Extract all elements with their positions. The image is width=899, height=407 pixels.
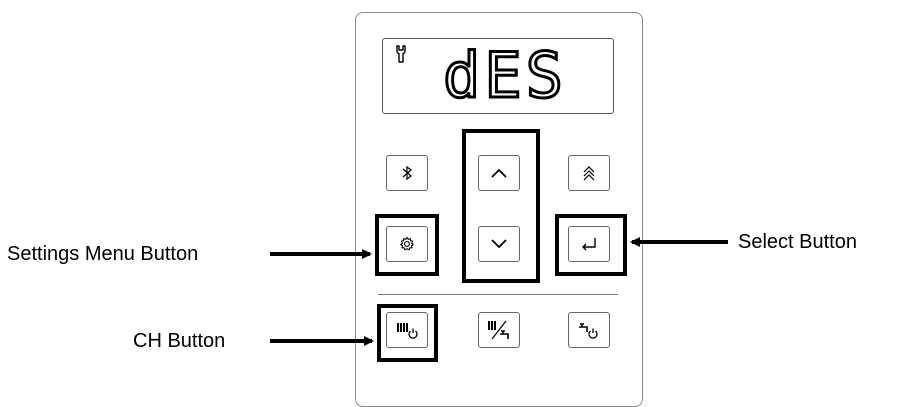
gear-icon xyxy=(400,236,414,251)
up-button[interactable] xyxy=(478,155,520,191)
enter-return-icon xyxy=(582,238,596,251)
ch-dhw-button[interactable] xyxy=(478,312,520,348)
radiator-tap-icon xyxy=(488,320,509,340)
double-chevron-up-icon xyxy=(583,166,595,181)
dhw-button[interactable] xyxy=(568,312,610,348)
settings-button[interactable] xyxy=(386,226,428,262)
down-button[interactable] xyxy=(478,226,520,262)
select-button[interactable] xyxy=(568,226,610,262)
lcd-display xyxy=(382,38,614,114)
button-divider xyxy=(378,294,618,295)
chevron-down-icon xyxy=(491,239,507,249)
settings-menu-label: Settings Menu Button xyxy=(7,243,199,265)
ch-label: CH Button xyxy=(133,330,226,352)
fast-up-button[interactable] xyxy=(568,155,610,191)
tap-power-icon xyxy=(579,323,598,339)
radiator-power-icon xyxy=(397,323,418,339)
select-label: Select Button xyxy=(738,231,857,253)
wrench-icon xyxy=(396,45,406,63)
bluetooth-icon xyxy=(402,165,412,181)
lcd-readout-text: dES xyxy=(443,42,567,106)
lcd-readout: dES xyxy=(442,42,567,106)
chevron-up-icon xyxy=(491,168,507,178)
bluetooth-button[interactable] xyxy=(386,155,428,191)
ch-button[interactable] xyxy=(386,312,428,348)
